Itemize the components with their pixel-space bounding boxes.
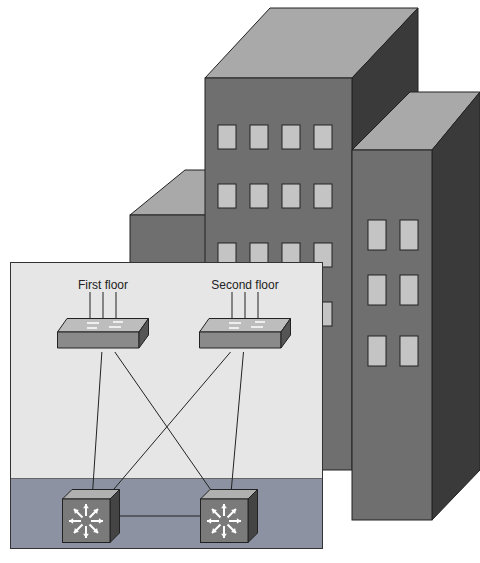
link-line	[231, 352, 243, 489]
band-edge	[11, 478, 322, 479]
floor-switch: First floor	[57, 318, 149, 352]
building-front	[352, 150, 432, 520]
panel	[11, 263, 323, 549]
link-line	[115, 352, 210, 489]
floor-label: First floor	[38, 278, 168, 292]
core-band	[11, 478, 322, 548]
multilayer-switch	[62, 489, 120, 543]
multilayer-switch-symbol	[200, 489, 258, 543]
link-line	[120, 516, 200, 517]
multilayer-switch-symbol	[62, 489, 120, 543]
multilayer-switch	[200, 489, 258, 543]
port-lines	[90, 292, 258, 320]
switch-symbol	[57, 318, 149, 352]
floor-switch: Second floor	[199, 318, 291, 352]
building-side	[432, 92, 480, 520]
link-line	[93, 352, 102, 489]
floor-label: Second floor	[180, 278, 310, 292]
link-line	[114, 352, 231, 489]
switch-symbol	[199, 318, 291, 352]
windows	[368, 220, 418, 366]
